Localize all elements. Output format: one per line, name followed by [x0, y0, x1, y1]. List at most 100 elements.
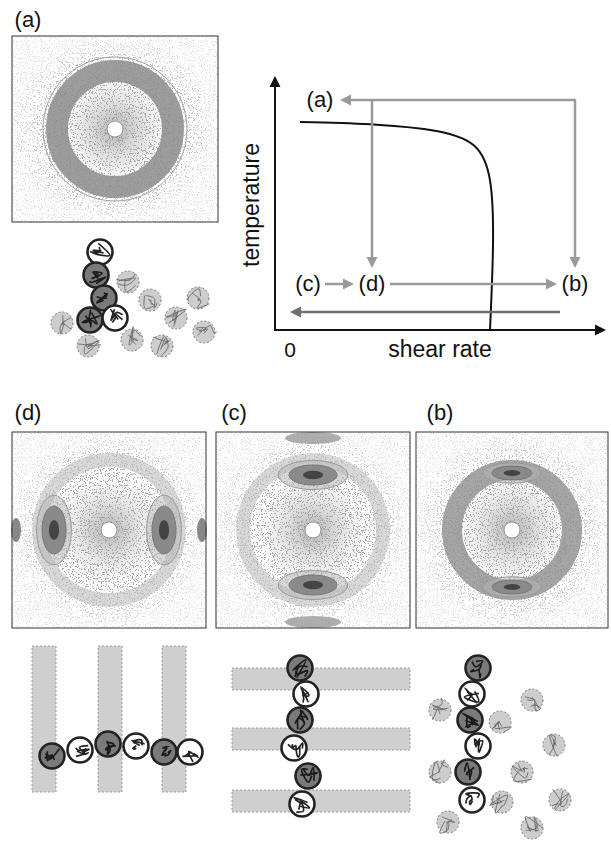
axis-title: temperature: [239, 143, 264, 267]
beam-stop: [504, 522, 520, 538]
scattering-pattern: [11, 432, 207, 628]
micelle-shell: [88, 240, 113, 265]
chain-segment: [78, 338, 92, 348]
disordered-micelle: [429, 698, 451, 721]
micelle-shell: [489, 711, 511, 733]
chain-segment: [149, 300, 154, 305]
smectic-layer: [162, 646, 186, 792]
contour-line: [147, 495, 182, 565]
disordered-micelle: [429, 760, 451, 784]
micelle-shell: [51, 312, 73, 334]
path-arrow: [325, 283, 343, 286]
edge-fade: [12, 36, 218, 222]
chain-segment: [125, 280, 136, 292]
micelle-shell: [187, 287, 209, 309]
beam-stop: [107, 121, 123, 137]
micelle-shell: [466, 656, 491, 681]
chain-micelle: [103, 306, 128, 331]
chain-segment: [288, 743, 303, 749]
chain-segment: [84, 341, 99, 355]
edge-fade: [12, 432, 206, 628]
disordered-micelle: [521, 689, 543, 711]
micelle-shell: [456, 760, 481, 785]
beam-stop: [101, 522, 117, 538]
arrowhead: [343, 279, 354, 290]
path-line: [574, 99, 577, 100]
disordered-micelle: [511, 761, 533, 783]
chain-segment: [164, 750, 170, 755]
path-arrow: [390, 283, 546, 286]
chain-segment: [298, 718, 305, 729]
micelle-shell: [103, 306, 128, 331]
chain-segment: [512, 766, 528, 778]
path-arrow: [574, 100, 577, 257]
micelle-shell: [288, 656, 313, 681]
speckle: [12, 36, 218, 222]
chain-segment: [292, 744, 296, 748]
micelle-shell: [460, 788, 485, 813]
chain-segment: [432, 762, 441, 780]
micelle-shell: [165, 307, 187, 329]
chain-segment: [133, 746, 137, 750]
arrowhead: [270, 76, 281, 87]
chain-segment: [489, 795, 507, 806]
arrowhead: [595, 325, 606, 336]
chain-micelle: [282, 736, 307, 761]
scattering-ring: [57, 71, 173, 187]
chain-segment: [478, 670, 480, 678]
chain-segment: [111, 309, 123, 320]
arrowhead: [290, 307, 301, 318]
pattern-ground: [12, 432, 206, 628]
chain-segment: [196, 327, 205, 331]
chain-segment: [531, 697, 539, 707]
scattering-pattern: [416, 432, 608, 628]
smectic-layer: [232, 728, 410, 750]
chain-micelle: [466, 656, 491, 681]
panel-label: (c): [221, 401, 247, 425]
chain-segment: [162, 748, 167, 755]
contour-line: [278, 461, 348, 490]
state-label: (c): [295, 272, 321, 296]
micelle-shell: [193, 321, 215, 343]
chain-micelle: [288, 656, 313, 681]
micelle-shell: [549, 789, 571, 811]
arrowhead: [546, 279, 557, 290]
faint-ring: [243, 460, 383, 600]
disordered-micelle: [489, 791, 513, 813]
chain-segment: [153, 337, 168, 350]
scattering-peak: [303, 471, 323, 479]
tick-label: 0: [284, 338, 296, 361]
chain-micelle: [40, 744, 65, 769]
chain-segment: [173, 311, 177, 327]
chain-segment: [92, 272, 103, 279]
chain-segment: [474, 739, 479, 747]
scattering-lobe: [152, 506, 176, 554]
micelle-shell: [117, 271, 139, 293]
arrowhead: [367, 257, 378, 268]
micelle-shell: [288, 708, 313, 733]
state-label: (d): [359, 272, 386, 296]
chain-micelle: [460, 682, 485, 707]
disordered-micelle: [187, 287, 210, 309]
chain-segment: [514, 769, 532, 782]
smectic-layer: [32, 646, 56, 792]
return-arrow: [301, 311, 560, 314]
chain-segment: [472, 661, 483, 667]
edge-fade: [416, 432, 608, 628]
faint-ring: [39, 460, 179, 600]
chain-segment: [462, 713, 478, 725]
chain-segment: [145, 296, 157, 309]
panel-label: (b): [427, 401, 454, 425]
panel-label: (d): [15, 401, 42, 425]
axis-title: shear rate: [388, 337, 492, 362]
panel-label: (a): [15, 8, 42, 32]
contour-line: [483, 463, 541, 483]
micelle-shell: [77, 335, 99, 357]
chain-segment: [561, 791, 568, 807]
chain-segment: [294, 798, 307, 805]
arrowhead: [340, 95, 351, 106]
chain-micelle: [290, 792, 315, 817]
x-axis: [274, 329, 595, 331]
chain-segment: [492, 722, 502, 729]
contour-line: [483, 577, 541, 597]
